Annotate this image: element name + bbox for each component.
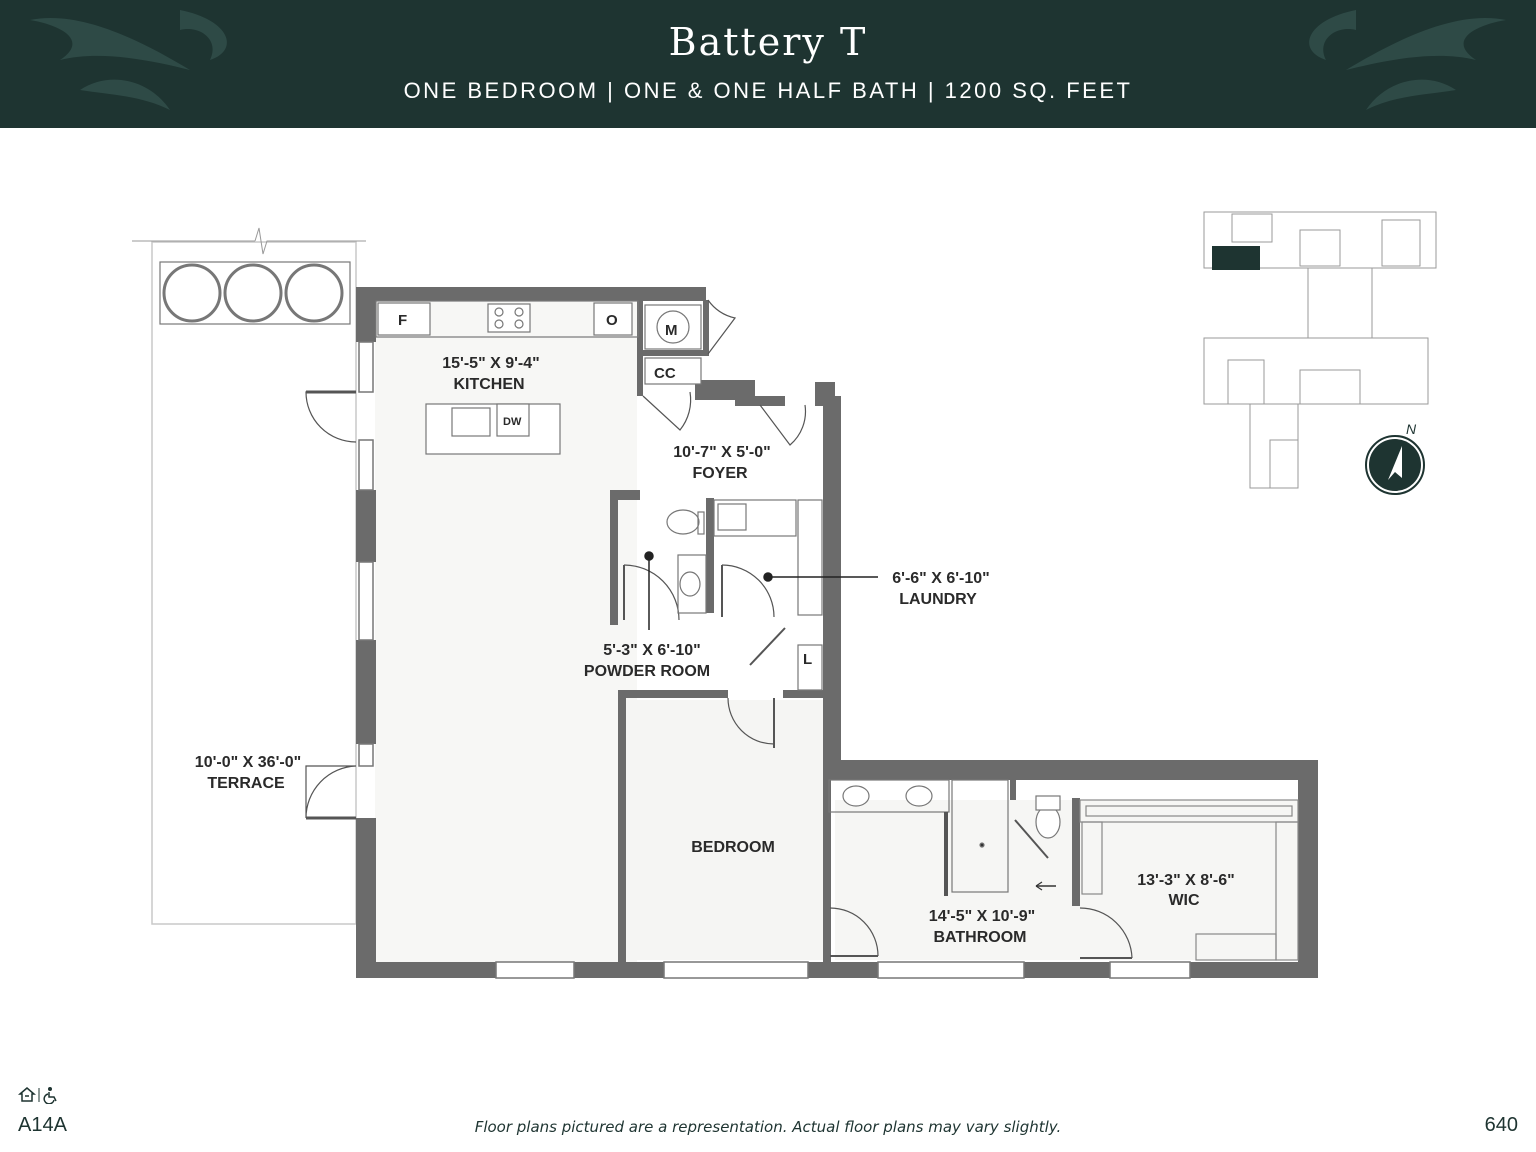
compass-north-label: N [1406, 421, 1417, 437]
disclaimer-text: Floor plans pictured are a representatio… [474, 1118, 1062, 1136]
powder-room-dims: 5'-3" X 6'-10" [603, 642, 701, 659]
doors [305, 299, 1133, 959]
laundry-name: LAUNDRY [899, 591, 977, 608]
bathroom-fixtures [828, 779, 1061, 896]
coat-closet-label: CC [654, 365, 676, 382]
page-title: Battery T [668, 20, 868, 64]
windows [358, 341, 1191, 979]
bathroom-dims: 14'-5" X 10'-9" [929, 908, 1035, 925]
foyer-dims: 10'-7" X 5'-0" [673, 444, 771, 461]
fridge-label: F [398, 312, 407, 329]
linen-closet-label: L [803, 651, 812, 668]
right-ornament-icon [1309, 10, 1506, 110]
equal-housing-icon [17, 1087, 37, 1102]
powder-laundry-fixtures [666, 499, 823, 691]
bedroom-name: BEDROOM [691, 839, 775, 856]
oven-label: O [606, 312, 618, 329]
terrace-name: TERRACE [207, 775, 285, 792]
compass-icon [1365, 435, 1425, 495]
page-subtitle: ONE BEDROOM | ONE & ONE HALF BATH | 1200… [403, 78, 1133, 103]
wic-shelving [1079, 799, 1299, 961]
unit-code: A14A [18, 1114, 67, 1136]
left-ornament-icon [30, 10, 227, 110]
dishwasher-label: DW [503, 416, 522, 428]
legal-icons [17, 1086, 68, 1109]
kitchen-dims: 15'-5" X 9'-4" [442, 355, 540, 372]
page-number: 640 [1484, 1114, 1518, 1136]
microwave-label: M [665, 322, 678, 339]
unit-location-highlight-2 [1212, 246, 1234, 270]
kitchen-fixtures [375, 300, 702, 455]
wic-name: WIC [1168, 892, 1200, 909]
foyer-name: FOYER [692, 465, 748, 482]
kitchen-name: KITCHEN [453, 376, 524, 393]
leader-lines [644, 551, 878, 630]
wic-dims: 13'-3" X 8'-6" [1137, 872, 1235, 889]
key-plan [1203, 211, 1437, 489]
laundry-dims: 6'-6" X 6'-10" [892, 570, 990, 587]
bathroom-name: BATHROOM [933, 929, 1026, 946]
terrace-dims: 10'-0" X 36'-0" [195, 754, 301, 771]
terrace-area [132, 227, 366, 925]
powder-room-name: POWDER ROOM [584, 663, 710, 680]
header-banner: Battery T ONE BEDROOM | ONE & ONE HALF B… [0, 0, 1536, 128]
accessibility-icon [43, 1087, 57, 1105]
walls [356, 287, 1318, 978]
